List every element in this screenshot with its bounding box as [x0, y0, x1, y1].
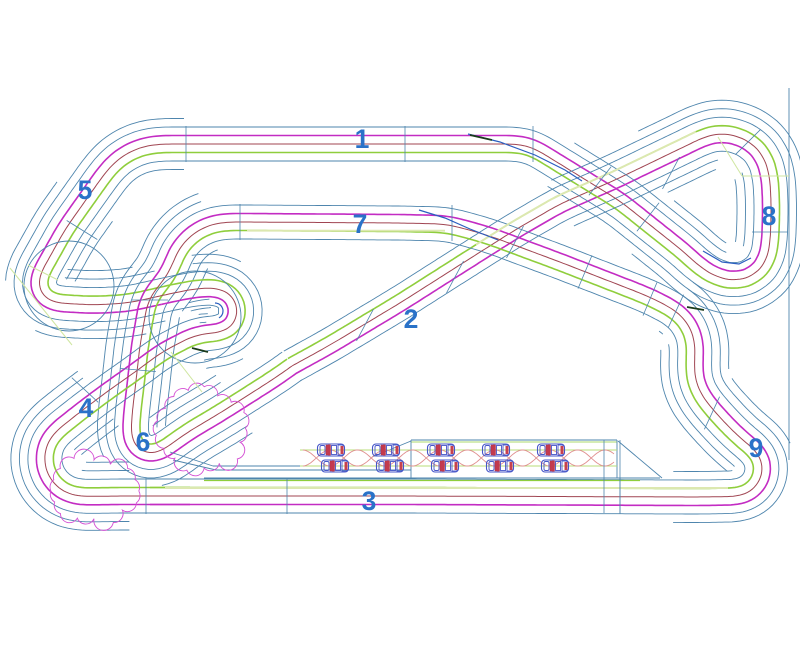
- svg-text:1: 1: [355, 124, 370, 154]
- svg-text:4: 4: [79, 393, 94, 423]
- svg-text:8: 8: [762, 201, 777, 231]
- svg-text:6: 6: [136, 427, 151, 457]
- svg-text:5: 5: [78, 175, 93, 205]
- svg-text:3: 3: [362, 486, 377, 516]
- svg-text:7: 7: [353, 209, 368, 239]
- svg-text:9: 9: [749, 433, 764, 463]
- svg-text:2: 2: [404, 304, 419, 334]
